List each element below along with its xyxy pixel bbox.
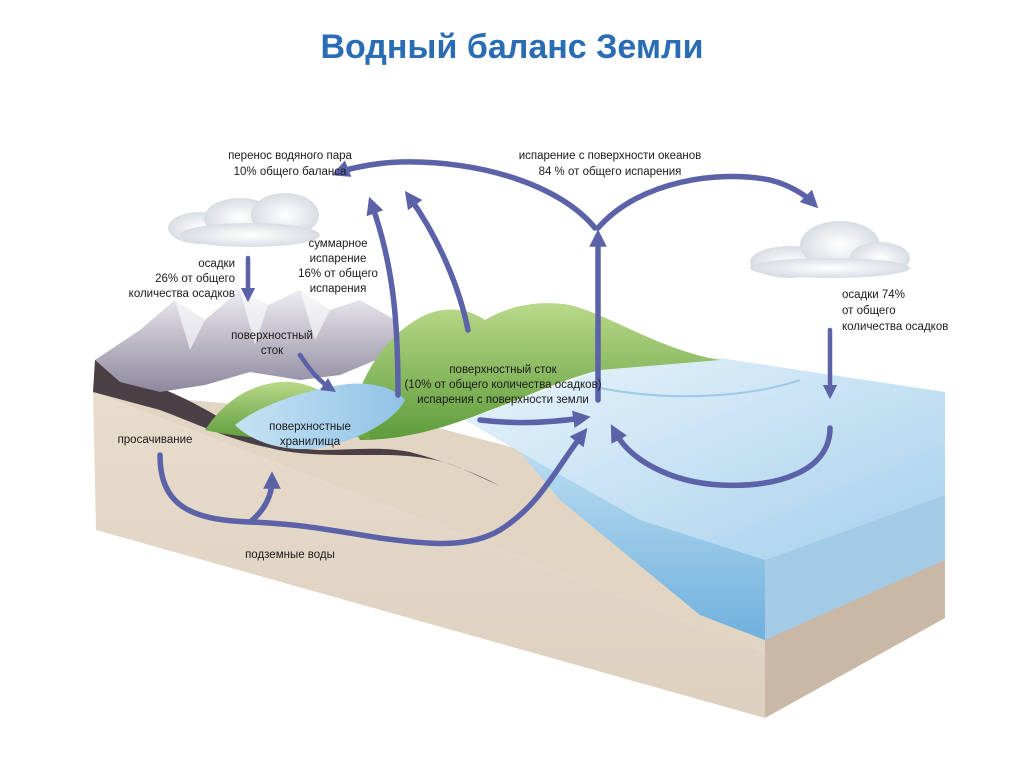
label-surface-runoff-left-line1: поверхностный [231,330,313,342]
label-surface-runoff-center-line3: испарения с поверхности земли [417,394,589,406]
label-surface-runoff-left-line2: сток [261,345,284,357]
ocean-block [465,358,945,718]
arrow-groundwater-up [247,471,281,525]
label-total-evaporation: суммарное испарение 16% от общего испаре… [298,238,378,295]
flow-arrows [157,159,838,547]
dark-ridge [93,360,500,486]
label-ocean-precipitation-line2: от общего [842,305,896,317]
label-surface-runoff-left: поверхностный сток [231,330,313,357]
arrow-surface-runoff-center [477,410,591,428]
label-land-precipitation-line2: 26% от общего [155,273,235,285]
lake [235,383,405,450]
label-surface-reservoirs-line2: хранилища [280,436,341,448]
label-vapor-transfer-line1: перенос водяного пара [228,150,352,162]
cloud-right [750,221,910,278]
label-ocean-precipitation-line1: осадки 74% [842,289,905,301]
arrow-total-evaporation-1 [366,196,401,398]
label-surface-runoff-center-line1: поверхностный сток [449,364,557,376]
label-vapor-transfer: перенос водяного пара 10% общего баланса [228,150,352,178]
label-total-evaporation-line1: суммарное [308,238,367,250]
label-surface-reservoirs-line1: поверхностные [269,421,351,433]
label-groundwater: подземные воды [245,549,335,561]
diagram-title: Водный баланс Земли [320,28,704,66]
label-total-evaporation-line3: 16% от общего [298,268,378,280]
label-land-precipitation-line3: количества осадков [129,288,235,300]
label-surface-reservoirs: поверхностные хранилища [269,421,351,448]
label-ocean-precipitation-line3: количества осадков [842,321,948,333]
label-ocean-precipitation: осадки 74% от общего количества осадков [842,289,948,333]
label-ocean-evaporation: испарение с поверхности океанов 84 % от … [519,150,702,178]
arrow-vapor-transfer [331,159,598,231]
label-vapor-transfer-line2: 10% общего баланса [234,166,347,178]
label-ocean-evaporation-line2: 84 % от общего испарения [539,166,682,178]
arrow-groundwater [157,428,588,547]
soil-block [93,392,765,718]
arrow-total-evaporation-2 [404,190,471,333]
label-total-evaporation-line2: испарение [310,253,367,265]
label-land-precipitation: осадки 26% от общего количества осадков [129,258,235,300]
label-surface-runoff-center-line2: (10% от общего количества осадков) [404,379,601,391]
cloud-left [168,193,320,247]
label-ocean-evaporation-line1: испарение с поверхности океанов [519,150,702,162]
arrow-surface-runoff-left [297,352,336,392]
label-land-precipitation-line1: осадки [198,258,235,270]
label-total-evaporation-line4: испарения [310,283,367,295]
arrow-ocean-evaporation [595,173,819,231]
mountains [95,290,400,392]
label-infiltration: просачивание [118,434,193,446]
label-surface-runoff-center: поверхностный сток (10% от общего количе… [404,364,601,406]
arrow-ocean-loop [610,424,833,489]
